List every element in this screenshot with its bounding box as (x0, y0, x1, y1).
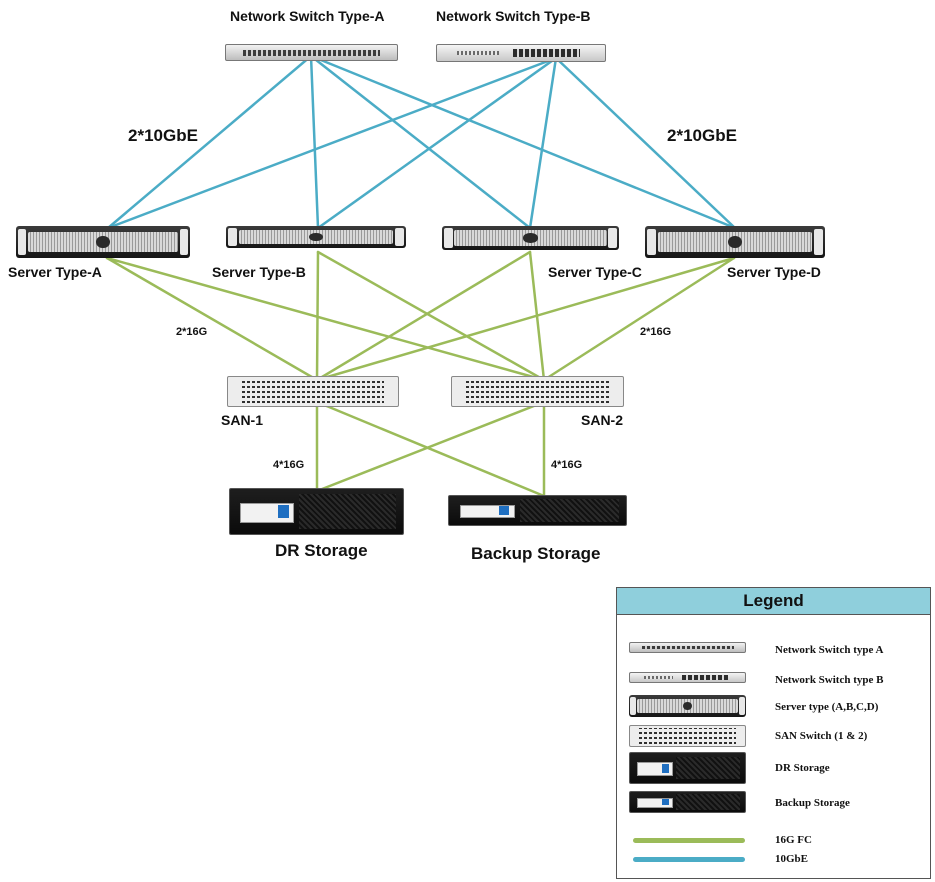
bandwidth-label-gbe-right: 2*10GbE (667, 126, 737, 145)
link-server-d-to-san-1 (315, 256, 736, 382)
legend-label: DR Storage (775, 762, 830, 774)
fc-line-icon (633, 838, 745, 843)
link-switch-a-to-server-a (106, 54, 313, 230)
link-san-2-to-dr-storage (315, 400, 546, 493)
san-1-label: SAN-1 (221, 412, 264, 428)
link-server-b-to-san-2 (316, 250, 546, 382)
legend-item: Server type (A,B,C,D) (617, 695, 930, 717)
legend-item: Backup Storage (617, 791, 930, 813)
san-switch-icon (629, 725, 746, 747)
gbe-line-icon (633, 857, 745, 862)
link-switch-b-to-server-d (554, 56, 737, 230)
server-a[interactable] (16, 226, 190, 258)
server-a-label: Server Type-A (8, 264, 102, 280)
server-icon (629, 695, 746, 717)
bandwidth-label-storage-left: 4*16G (273, 459, 305, 471)
link-switch-a-to-server-d (309, 54, 737, 230)
san-2-label: SAN-2 (581, 412, 624, 428)
bandwidth-label-storage-right: 4*16G (551, 459, 583, 471)
network-switch-b-icon (629, 672, 746, 683)
link-switch-b-to-server-c (528, 56, 558, 230)
link-switch-b-to-server-b (316, 56, 558, 230)
server-b[interactable] (226, 226, 406, 248)
legend: Legend Network Switch type A Network Swi… (616, 587, 931, 879)
backup-storage-icon (629, 791, 746, 813)
legend-item: DR Storage (617, 752, 930, 784)
legend-label: Network Switch type A (775, 644, 884, 656)
server-b-label: Server Type-B (212, 264, 306, 280)
link-san-1-to-backup-storage (315, 400, 546, 498)
network-switch-a-icon (629, 642, 746, 653)
san-1[interactable] (227, 376, 399, 407)
legend-item: SAN Switch (1 & 2) (617, 725, 930, 747)
legend-label: Backup Storage (775, 797, 850, 809)
switch-b-label: Network Switch Type-B (436, 8, 591, 24)
link-server-d-to-san-2 (542, 256, 736, 382)
bandwidth-label-fc-right: 2*16G (640, 326, 672, 338)
legend-item: 10GbE (617, 853, 930, 867)
link-switch-a-to-server-c (309, 54, 532, 230)
legend-label: SAN Switch (1 & 2) (775, 730, 868, 742)
legend-label: 16G FC (775, 834, 812, 846)
server-c[interactable] (442, 226, 619, 250)
dr-storage[interactable] (229, 488, 404, 535)
bandwidth-label-fc-left: 2*16G (176, 326, 208, 338)
link-server-a-to-san-2 (105, 256, 546, 382)
link-server-c-to-san-1 (315, 250, 532, 382)
legend-item: Network Switch type B (617, 672, 930, 686)
legend-title: Legend (617, 588, 930, 615)
link-switch-b-to-server-a (106, 56, 558, 230)
dr-storage-label: DR Storage (275, 541, 368, 560)
link-switch-a-to-server-b (309, 54, 320, 230)
server-d[interactable] (645, 226, 825, 258)
bandwidth-label-gbe-left: 2*10GbE (128, 126, 198, 145)
backup-storage[interactable] (448, 495, 627, 526)
san-2[interactable] (451, 376, 624, 407)
link-server-b-to-san-1 (315, 250, 320, 382)
legend-item: Network Switch type A (617, 642, 930, 656)
server-c-label: Server Type-C (548, 264, 642, 280)
network-switch-a[interactable] (225, 44, 398, 61)
legend-label: Server type (A,B,C,D) (775, 701, 879, 713)
dr-storage-icon (629, 752, 746, 784)
switch-a-label: Network Switch Type-A (230, 8, 385, 24)
legend-label: Network Switch type B (775, 674, 884, 686)
backup-storage-label: Backup Storage (471, 544, 601, 563)
legend-item: 16G FC (617, 834, 930, 848)
legend-label: 10GbE (775, 853, 809, 865)
link-server-a-to-san-1 (105, 256, 319, 382)
server-d-label: Server Type-D (727, 264, 821, 280)
network-switch-b[interactable] (436, 44, 606, 62)
